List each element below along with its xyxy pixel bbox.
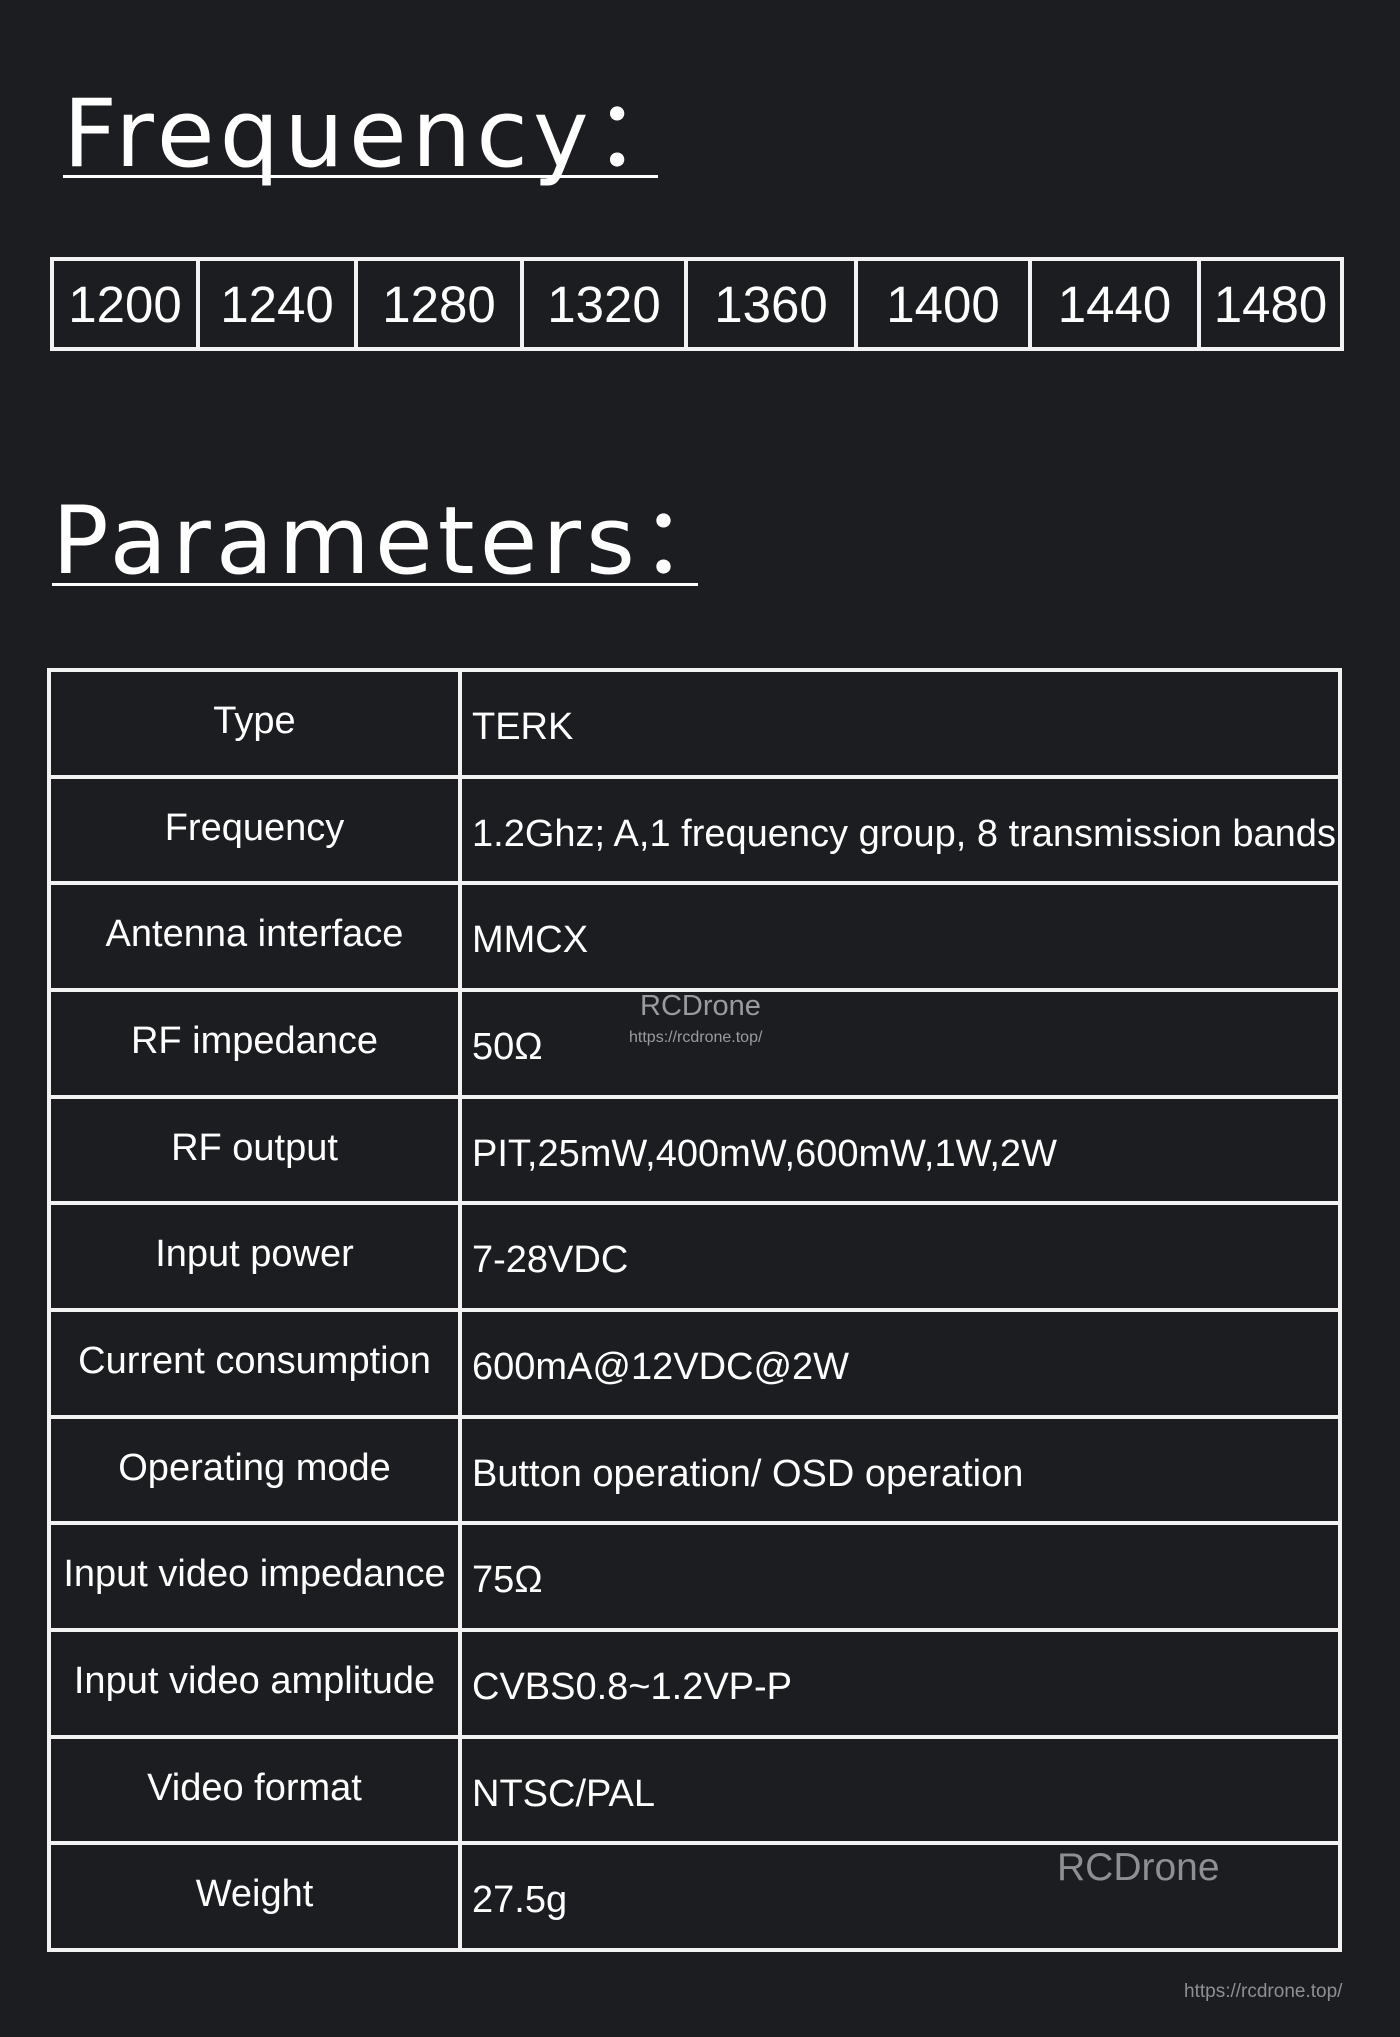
param-value: 50Ω [472,1025,543,1068]
watermark-brand-bottom: RCDrone [1057,1846,1220,1889]
frequency-cell: 1480 [1213,275,1328,333]
param-row-input-video-impedance: Input video impedance 75Ω [51,1525,1338,1633]
watermark-url: https://rcdrone.top/ [629,1029,763,1046]
param-row-antenna-interface: Antenna interface MMCX [51,885,1338,993]
param-value: 7-28VDC [472,1239,629,1282]
param-row-frequency: Frequency 1.2Ghz; A,1 frequency group, 8… [51,778,1338,886]
parameters-heading: Parameters： [52,487,740,596]
param-key: Antenna interface [51,885,462,989]
param-row-type: Type TERK [51,672,1338,779]
param-key: Video format [51,1738,462,1842]
watermark-brand: RCDrone [640,990,761,1022]
param-key: Weight [51,1845,462,1949]
param-row-input-video-amplitude: Input video amplitude CVBS0.8~1.2VP-P [51,1632,1338,1739]
param-row-input-power: Input power 7-28VDC [51,1205,1338,1313]
frequency-cell: 1320 [524,261,688,347]
param-value: 1.2Ghz; A,1 frequency group, 8 transmiss… [472,812,1336,855]
parameters-heading-underline [52,583,698,586]
frequency-heading-underline [63,175,658,178]
param-row-rf-impedance: RF impedance 50Ω [51,992,1338,1099]
frequency-cell: 1440 [1032,261,1201,347]
param-key: Current consumption [51,1312,462,1415]
param-row-current-consumption: Current consumption 600mA@12VDC@2W [51,1312,1338,1419]
frequency-cell: 1280 [358,261,524,347]
param-value: CVBS0.8~1.2VP-P [472,1665,793,1708]
param-row-operating-mode: Operating mode Button operation/ OSD ope… [51,1418,1338,1526]
param-key: Input video amplitude [51,1632,462,1735]
param-key: Operating mode [51,1418,462,1522]
param-key: Type [51,672,462,775]
param-value: NTSC/PAL [472,1772,656,1815]
parameters-table: Type TERK Frequency 1.2Ghz; A,1 frequenc… [47,668,1342,1952]
param-key: Input power [51,1205,462,1309]
param-value: 600mA@12VDC@2W [472,1345,850,1388]
param-row-video-format: Video format NTSC/PAL [51,1738,1338,1846]
param-value: 75Ω [472,1559,543,1602]
param-row-weight: Weight 27.5g [51,1845,1338,1949]
param-key: Input video impedance [51,1525,462,1629]
param-value: TERK [472,705,574,748]
frequency-cell: 1400 [858,261,1032,347]
param-key: Frequency [51,778,462,882]
frequency-table: 1200 1240 1280 1320 1360 1400 1440 1480 [50,257,1344,351]
param-value: PIT,25mW,400mW,600mW,1W,2W [472,1132,1057,1175]
frequency-heading: Frequency： [63,80,693,189]
param-value: MMCX [472,919,589,962]
param-key: RF output [51,1098,462,1202]
frequency-cell: 1200 [54,261,200,347]
param-value: 27.5g [472,1879,568,1922]
param-value: Button operation/ OSD operation [472,1452,1024,1495]
watermark-url-bottom: https://rcdrone.top/ [1184,1981,1343,2002]
frequency-cell: 1360 [688,261,858,347]
param-row-rf-output: RF output PIT,25mW,400mW,600mW,1W,2W [51,1098,1338,1206]
param-key: RF impedance [51,992,462,1095]
frequency-cell: 1240 [200,261,358,347]
